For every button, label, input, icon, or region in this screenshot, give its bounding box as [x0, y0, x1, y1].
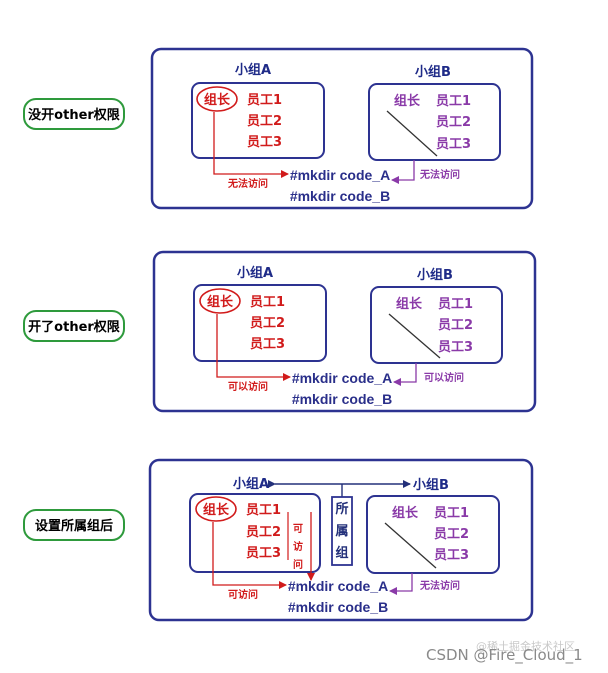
scenario-1-b-employee-3: 员工3	[436, 137, 471, 152]
scenario-1-a-employee-2: 员工2	[247, 114, 282, 129]
scenario-1-arrow-b	[391, 160, 415, 184]
scenario-1-label-pill	[23, 98, 125, 130]
scenario-3-a-employee-2: 员工2	[246, 525, 281, 540]
scenario-3-owner-char-2: 属	[335, 524, 348, 539]
scenario-3-arrow-a	[212, 522, 287, 589]
scenario-2-cmd-a: #mkdir code_A	[292, 370, 392, 386]
scenario-1-leader-a: 组长	[204, 92, 231, 108]
scenario-2-label: 开了other权限	[28, 319, 121, 335]
scenario-3-group-b-title: 小组B	[413, 477, 449, 493]
watermark: CSDN @Fire_Cloud_1	[426, 646, 583, 665]
scenario-3-cmd-a: #mkdir code_A	[288, 578, 388, 594]
scenario-1-group-b-box	[368, 83, 501, 161]
scenario-3-leader-b-line	[384, 522, 437, 569]
scenario-1-arrow-a	[213, 112, 289, 178]
scenario-2-arrow-b	[393, 363, 417, 386]
scenario-2-a-employee-3: 员工3	[250, 337, 285, 352]
scenario-3-access-b: 无法访问	[419, 579, 460, 592]
scenario-1-frame	[150, 47, 534, 210]
scenario-3-group-a-box	[189, 493, 321, 573]
scenario-3-member-char-3: 问	[293, 558, 303, 571]
scenario-2-a-employee-2: 员工2	[250, 316, 285, 331]
scenario-2-leader-b-line	[388, 313, 441, 359]
scenario-3-owner-char-3: 组	[335, 545, 348, 561]
scenario-2-group-b-box	[370, 286, 503, 364]
scenario-1: 没开other权限 小组A 组长 员工1 员工2 员工3 小组B 组长 员工1 …	[23, 47, 534, 210]
scenario-3-a-employee-1: 员工1	[246, 503, 281, 518]
scenario-2-b-employee-1: 员工1	[438, 297, 473, 312]
scenario-2: 开了other权限 小组A 组长 员工1 员工2 员工3 小组B 组长 员工1 …	[23, 250, 537, 413]
scenario-2-group-a-box	[193, 284, 327, 362]
scenario-3-member-char-2: 访	[293, 540, 303, 553]
scenario-3-access-a: 可访问	[228, 588, 258, 601]
scenario-3-b-employee-3: 员工3	[434, 548, 469, 563]
scenario-1-b-employee-2: 员工2	[436, 115, 471, 130]
scenario-3-leader-a: 组长	[203, 502, 230, 518]
scenario-2-group-a-title: 小组A	[237, 265, 273, 281]
watermark-overlay: @稀土掘金技术社区	[476, 639, 575, 653]
scenario-3-frame	[148, 458, 534, 622]
scenario-2-frame	[152, 250, 537, 413]
scenario-1-a-employee-3: 员工3	[247, 135, 282, 150]
scenario-2-leader-a: 组长	[207, 294, 234, 310]
scenario-2-a-employee-1: 员工1	[250, 295, 285, 310]
scenario-3-member-char-1: 可	[293, 523, 303, 535]
scenario-2-leader-b: 组长	[396, 296, 423, 312]
scenario-1-group-a-title: 小组A	[235, 62, 271, 78]
scenario-2-leader-a-circle	[199, 288, 241, 314]
scenario-1-label: 没开other权限	[28, 107, 121, 123]
scenario-2-b-employee-2: 员工2	[438, 318, 473, 333]
scenario-2-cmd-b: #mkdir code_B	[292, 391, 392, 407]
scenario-2-label-pill	[23, 310, 125, 342]
scenario-3-label-pill	[23, 509, 125, 541]
scenario-3-owner-box	[331, 496, 353, 566]
scenario-3-group-b-box	[366, 495, 500, 574]
scenario-1-a-employee-1: 员工1	[247, 93, 282, 108]
scenario-2-access-b: 可以访问	[424, 371, 464, 384]
scenario-1-leader-b: 组长	[394, 93, 421, 109]
scenario-3-b-employee-2: 员工2	[434, 527, 469, 542]
scenario-1-b-employee-1: 员工1	[436, 94, 471, 109]
scenario-1-access-b: 无法访问	[419, 168, 460, 181]
scenario-3-b-employee-1: 员工1	[434, 506, 469, 521]
scenario-1-group-b-title: 小组B	[415, 64, 451, 80]
scenario-2-access-a: 可以访问	[228, 380, 268, 393]
scenario-3-leader-b: 组长	[392, 505, 419, 521]
scenario-1-access-a: 无法访问	[227, 177, 268, 190]
scenario-2-b-employee-3: 员工3	[438, 340, 473, 355]
scenario-2-arrow-a	[216, 314, 291, 381]
scenario-1-leader-b-line	[386, 110, 438, 157]
scenario-3-cmd-b: #mkdir code_B	[288, 599, 388, 615]
scenario-3-owner-char-1: 所	[335, 501, 348, 517]
scenario-1-cmd-a: #mkdir code_A	[290, 167, 390, 183]
scenario-1-cmd-b: #mkdir code_B	[290, 188, 390, 204]
scenario-3-leader-a-circle	[195, 496, 237, 522]
scenario-3-group-a-title: 小组A	[233, 476, 269, 492]
scenario-3-a-employee-3: 员工3	[246, 546, 281, 561]
scenario-1-leader-a-circle	[196, 86, 238, 112]
scenario-3-label: 设置所属组后	[35, 518, 113, 534]
scenario-1-group-a-box	[191, 82, 325, 159]
scenario-3: 设置所属组后 小组A 小组B 所 属 组 组长 员工1 员工2 员工3 可 访 …	[23, 458, 534, 622]
scenario-2-group-b-title: 小组B	[417, 267, 453, 283]
scenario-3-arrow-b	[389, 573, 413, 595]
